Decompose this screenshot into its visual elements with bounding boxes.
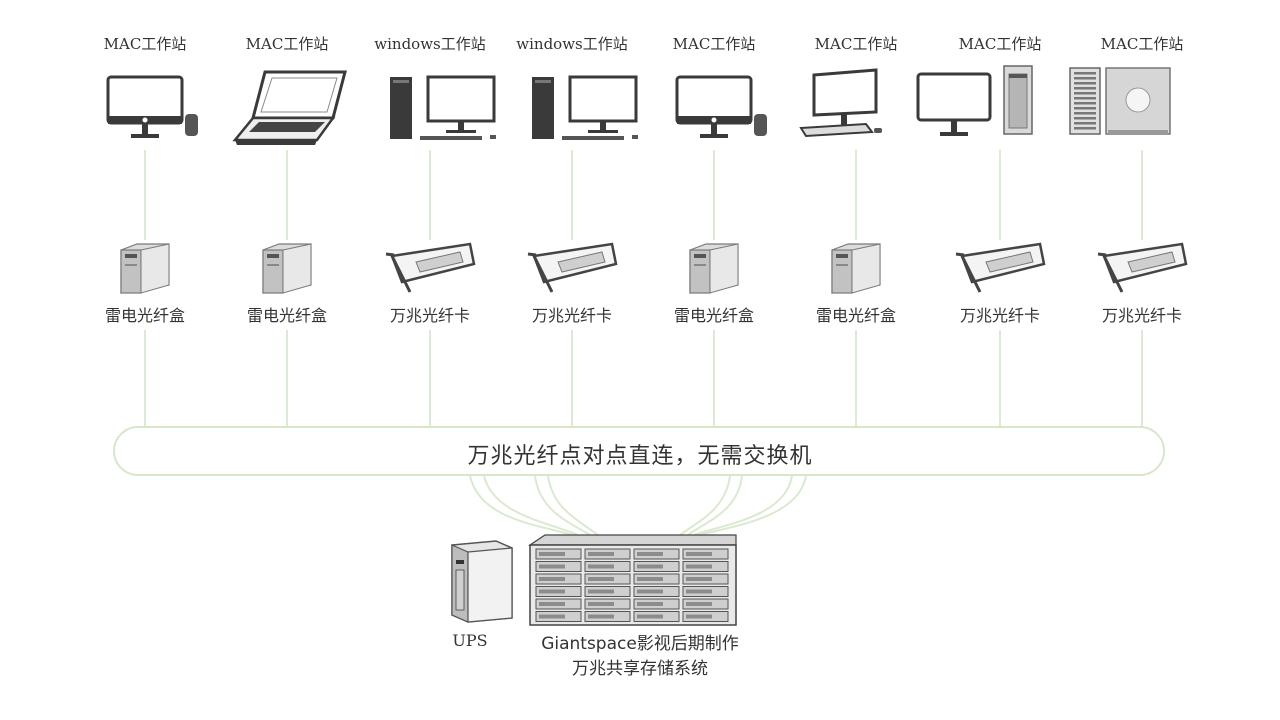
workstation-pc-tower-monitor-icon — [532, 75, 638, 140]
link-lines — [144, 150, 1143, 427]
workstation-label: MAC工作站 — [672, 35, 756, 53]
adapter-label: 万兆光纤卡 — [531, 306, 612, 325]
adapter-label: 万兆光纤卡 — [389, 306, 470, 325]
adapter-label: 雷电光纤盒 — [104, 306, 185, 325]
adapter-label: 万兆光纤卡 — [959, 306, 1040, 325]
workstation-laptop-icon — [232, 70, 347, 145]
workstation-imac-monitor-icon — [675, 75, 767, 138]
storage-label: Giantspace影视后期制作 万兆共享存储系统 — [500, 632, 780, 682]
storage-cables — [469, 475, 807, 536]
pcie-card-icon — [385, 242, 476, 293]
workstation-imac-monitor-icon — [106, 75, 198, 138]
workstation-label: windows工作站 — [516, 35, 628, 53]
ups-icon — [451, 540, 513, 623]
workstation-label: MAC工作站 — [1100, 35, 1184, 53]
workstation-devices — [106, 65, 1171, 145]
adapter-label: 雷电光纤盒 — [673, 306, 754, 325]
thunderbolt-box-icon — [120, 243, 170, 294]
fiber-bus — [113, 426, 1165, 476]
drive-bays — [535, 548, 729, 622]
thunderbolt-box-icon — [831, 243, 881, 294]
adapter-devices — [120, 242, 1188, 294]
workstation-pc-tower-monitor-icon — [390, 75, 496, 140]
storage-label-line1: Giantspace影视后期制作 — [541, 634, 739, 654]
workstation-label: MAC工作站 — [814, 35, 898, 53]
workstation-label: MAC工作站 — [245, 35, 329, 53]
adapter-label: 万兆光纤卡 — [1101, 306, 1182, 325]
ups-label: UPS — [452, 631, 488, 650]
thunderbolt-box-icon — [689, 243, 739, 294]
pcie-card-icon — [527, 242, 618, 293]
storage-server-icon — [528, 534, 737, 626]
adapter-label: 雷电光纤盒 — [246, 306, 327, 325]
fiber-bus-label: 万兆光纤点对点直连，无需交换机 — [467, 444, 813, 469]
pcie-card-icon — [955, 242, 1046, 293]
workstation-monitor-macpro-icon — [916, 65, 1033, 136]
workstation-label: MAC工作站 — [958, 35, 1042, 53]
workstation-label: MAC工作站 — [103, 35, 187, 53]
workstation-desktop-monitor-icon — [799, 68, 882, 138]
thunderbolt-box-icon — [262, 243, 312, 294]
workstation-macpro-rack-icon — [1069, 67, 1171, 135]
workstation-label: windows工作站 — [374, 35, 486, 53]
storage-label-line2: 万兆共享存储系统 — [572, 659, 708, 679]
adapter-label: 雷电光纤盒 — [815, 306, 896, 325]
pcie-card-icon — [1097, 242, 1188, 293]
